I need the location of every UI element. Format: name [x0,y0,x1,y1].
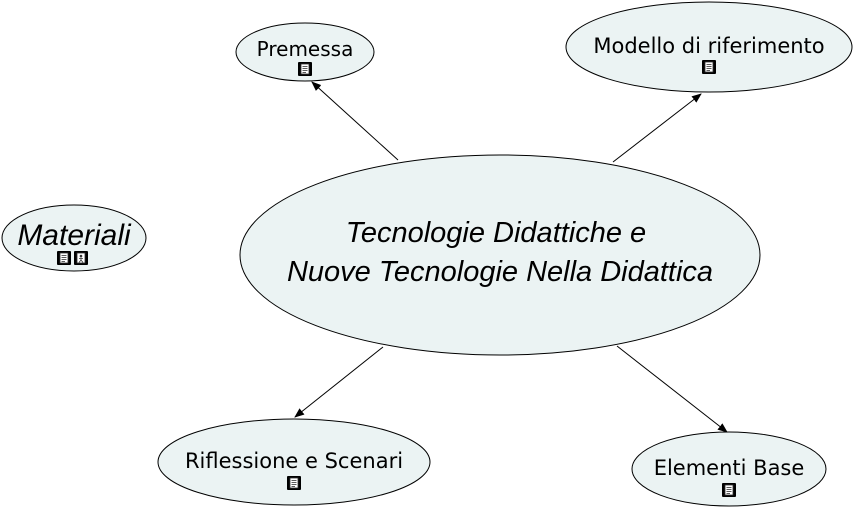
node-premessa-ellipse [235,22,375,82]
node-materiali-ellipse [1,204,147,272]
node-premessa-label: Premessa [257,37,354,61]
central-concept-line1: Tecnologie Didattiche e [346,217,646,249]
link-central-premessa [311,81,399,161]
link-central-modello [612,93,702,163]
node-riflessione-ellipse [157,418,431,506]
document-icon[interactable] [286,475,302,491]
node-elementi-ellipse [631,431,827,507]
node-materiali-label: Materiali [17,219,132,252]
link-central-elementi [616,345,728,433]
document-icon[interactable] [56,250,72,266]
node-premessa[interactable]: Premessa [235,22,375,82]
node-riflessione-label: Riflessione e Scenari [185,449,403,473]
document-icon[interactable] [721,482,737,498]
central-concept-line2: Nuove Tecnologie Nella Didattica [287,256,713,288]
document-icon[interactable] [297,61,313,77]
central-concept-node[interactable]: Tecnologie Didattiche e Nuove Tecnologie… [239,154,761,356]
web-link-icon[interactable] [73,250,89,266]
document-icon[interactable] [701,59,717,75]
node-riflessione-e-scenari[interactable]: Riflessione e Scenari [157,418,431,506]
node-modello-label: Modello di riferimento [593,34,824,58]
central-concept-ellipse [239,154,761,356]
node-modello-ellipse [565,1,853,93]
links [294,81,728,433]
link-central-riflessione [294,346,384,418]
node-elementi-base[interactable]: Elementi Base [631,431,827,507]
node-elementi-label: Elementi Base [654,456,805,480]
node-materiali[interactable]: Materiali [1,204,147,272]
node-modello-di-riferimento[interactable]: Modello di riferimento [565,1,853,93]
